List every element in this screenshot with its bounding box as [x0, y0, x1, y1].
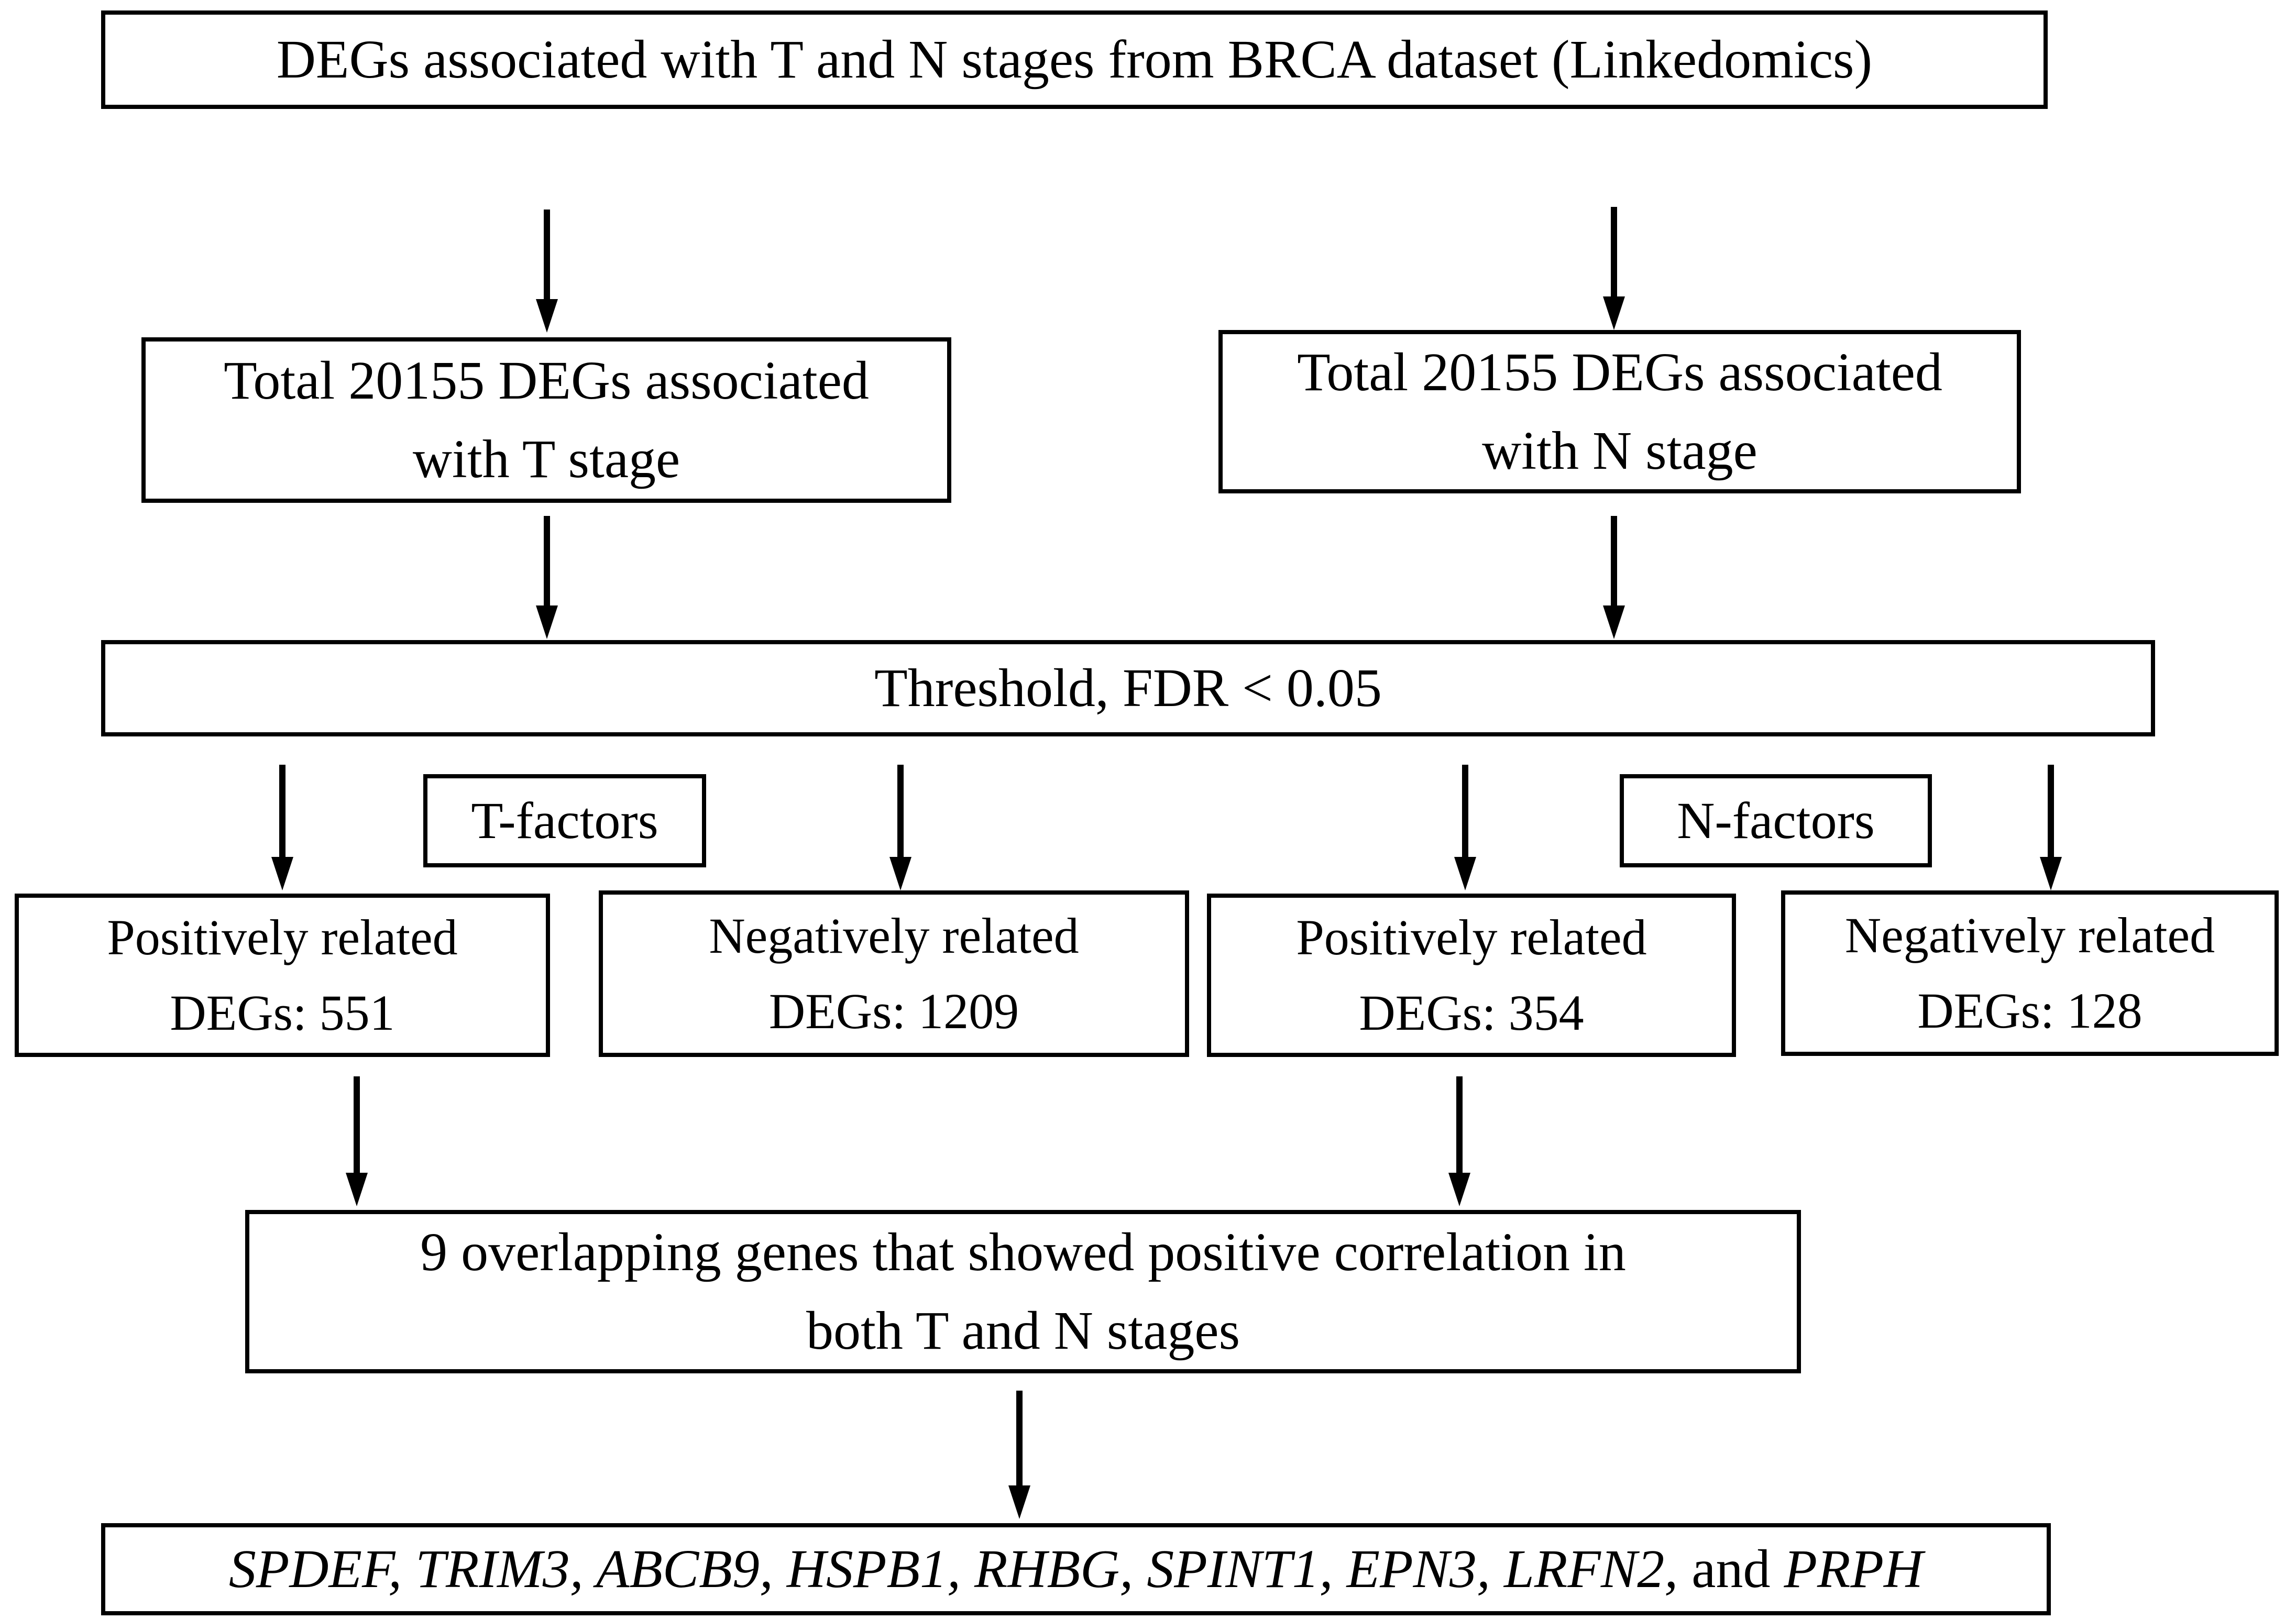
gene-list-last: PRPH: [1784, 1539, 1924, 1600]
arrow-t-total-to-threshold: [535, 516, 558, 639]
arrow-to-t-positive: [271, 765, 294, 890]
t-positive-line1: Positively related: [107, 909, 458, 965]
n-factors-label: N-factors: [1677, 791, 1875, 850]
t-positive-box: Positively related DEGs: 551: [15, 894, 550, 1057]
n-total-line2: with N stage: [1482, 421, 1757, 481]
n-factors-label-box: N-factors: [1620, 774, 1932, 867]
t-positive-line2: DEGs: 551: [170, 985, 395, 1041]
t-negative-box: Negatively related DEGs: 1209: [599, 890, 1189, 1057]
arrow-n-positive-to-overlap: [1448, 1076, 1471, 1206]
threshold-box: Threshold, FDR < 0.05: [101, 640, 2155, 736]
t-total-line2: with T stage: [412, 429, 680, 489]
overlap-line2: both T and N stages: [806, 1301, 1240, 1361]
gene-list-connector: and: [1678, 1539, 1784, 1600]
t-negative-line2: DEGs: 1209: [768, 983, 1019, 1039]
t-factors-label-box: T-factors: [423, 774, 706, 867]
arrow-down-to-n-total: [1602, 207, 1625, 330]
gene-list-italic: SPDEF, TRIM3, ABCB9, HSPB1, RHBG, SPINT1…: [228, 1539, 1678, 1600]
t-factors-label: T-factors: [471, 791, 658, 850]
t-total-line1: Total 20155 DEGs associated: [224, 350, 869, 411]
n-negative-box: Negatively related DEGs: 128: [1781, 890, 2279, 1056]
arrow-to-n-negative: [2039, 765, 2062, 890]
arrow-t-positive-to-overlap: [345, 1076, 368, 1206]
n-positive-line2: DEGs: 354: [1359, 985, 1584, 1041]
n-positive-box: Positively related DEGs: 354: [1207, 894, 1736, 1057]
n-total-box: Total 20155 DEGs associated with N stage: [1218, 330, 2021, 493]
n-negative-line2: DEGs: 128: [1917, 983, 2143, 1039]
n-total-line1: Total 20155 DEGs associated: [1297, 342, 1942, 403]
gene-list-box: SPDEF, TRIM3, ABCB9, HSPB1, RHBG, SPINT1…: [101, 1523, 2051, 1615]
overlap-box: 9 overlapping genes that showed positive…: [245, 1210, 1801, 1373]
t-negative-line1: Negatively related: [709, 908, 1079, 964]
threshold-text: Threshold, FDR < 0.05: [874, 658, 1382, 719]
gene-list-text: SPDEF, TRIM3, ABCB9, HSPB1, RHBG, SPINT1…: [229, 1534, 1923, 1604]
n-negative-line1: Negatively related: [1844, 907, 2215, 963]
arrow-n-total-to-threshold: [1602, 516, 1625, 639]
overlap-line1: 9 overlapping genes that showed positive…: [420, 1222, 1626, 1283]
source-box: DEGs associated with T and N stages from…: [101, 10, 2048, 109]
arrow-down-to-t-total: [535, 210, 558, 333]
n-positive-line1: Positively related: [1296, 909, 1647, 965]
arrow-overlap-to-genes: [1008, 1391, 1031, 1519]
arrow-to-n-positive: [1454, 765, 1477, 890]
arrow-to-t-negative: [889, 765, 912, 890]
source-box-text: DEGs associated with T and N stages from…: [276, 29, 1873, 90]
t-total-box: Total 20155 DEGs associated with T stage: [141, 337, 951, 503]
